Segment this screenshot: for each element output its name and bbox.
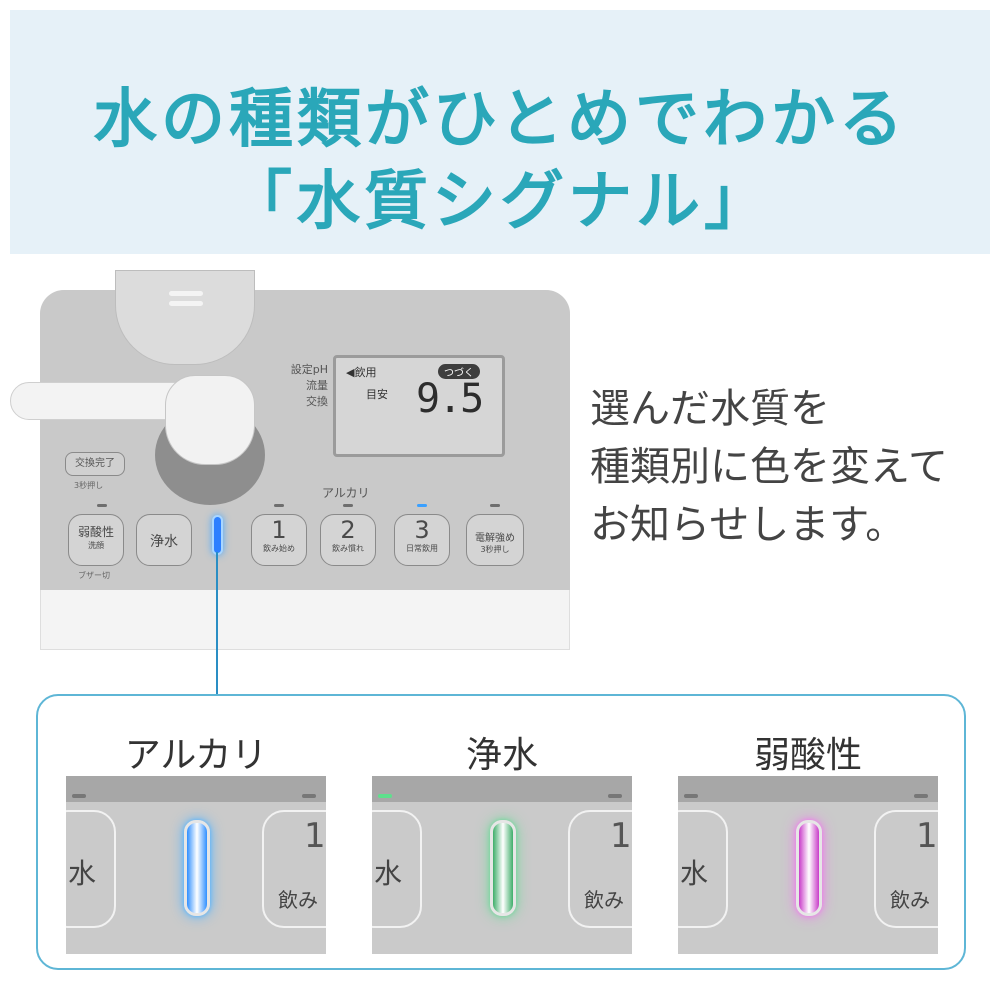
buzzer-off-label: ブザー切 xyxy=(78,571,110,580)
exchange-sub-label: 3秒押し xyxy=(74,481,104,490)
photo-top-shade xyxy=(372,776,632,802)
photo-level-text: 飲み xyxy=(584,888,624,912)
photo-level-1-button: 1 飲み xyxy=(262,810,326,928)
photo-level-number: 1 xyxy=(610,816,632,856)
signal-led-magenta xyxy=(796,820,822,916)
level-1-number: 1 xyxy=(271,516,287,544)
water-quality-signal-led xyxy=(212,515,223,555)
feature-description: 選んだ水質を 種類別に色を変えて お知らせします。 xyxy=(590,380,990,554)
indicator-dot xyxy=(97,504,107,507)
purified-button[interactable]: 浄水 xyxy=(136,514,192,566)
side-label-ph: 設定pH xyxy=(290,363,328,376)
alkali-level-2-button[interactable]: 2 飲み慣れ xyxy=(320,514,376,566)
signal-led-green xyxy=(490,820,516,916)
side-label-flow: 流量 xyxy=(306,379,328,392)
photo-button-text: 水 xyxy=(68,857,97,890)
lid-grip xyxy=(169,291,203,296)
indicator-dot xyxy=(684,794,698,798)
exchange-complete-button[interactable]: 交換完了 xyxy=(65,452,125,476)
photo-purified-button: 水 xyxy=(678,810,728,928)
photo-level-number: 1 xyxy=(304,816,326,856)
indicator-dot xyxy=(608,794,622,798)
electrolysis-label: 電解強め xyxy=(475,533,515,544)
comparison-photo-alkali: 水 1 飲み xyxy=(66,776,326,954)
description-line: 種類別に色を変えて xyxy=(590,444,948,490)
purified-label: 浄水 xyxy=(150,534,178,550)
description-line: お知らせします。 xyxy=(590,502,906,548)
indicator-dot-active xyxy=(378,794,392,798)
signal-color-comparison: アルカリ 浄水 弱酸性 水 1 飲み 水 1 飲み 水 1 飲み xyxy=(36,694,966,970)
photo-button-text: 水 xyxy=(680,857,709,890)
weak-acid-button[interactable]: 弱酸性 洗顔 xyxy=(68,514,124,566)
title-line-1: 水の種類がひとめでわかる xyxy=(92,83,908,157)
photo-button-text: 水 xyxy=(374,857,403,890)
indicator-dot xyxy=(72,794,86,798)
lcd-side-labels: 設定pH 流量 交換 xyxy=(282,362,328,410)
indicator-dot xyxy=(302,794,316,798)
photo-level-text: 飲み xyxy=(890,888,930,912)
side-label-exchange: 交換 xyxy=(306,395,328,408)
signal-led-blue xyxy=(184,820,210,916)
water-ionizer-device: 設定pH 流量 交換 ◀飲用 つづく 目安 9.5 交換完了 3秒押し アルカリ… xyxy=(0,270,580,650)
lcd-display: ◀飲用 つづく 目安 9.5 xyxy=(333,355,505,457)
comparison-label-weak-acid: 弱酸性 xyxy=(753,735,862,776)
comparison-label-alkali: アルカリ xyxy=(124,735,268,776)
electrolysis-sub: 3秒押し xyxy=(480,545,510,554)
photo-level-text: 飲み xyxy=(278,888,318,912)
weak-acid-sub: 洗顔 xyxy=(88,541,104,550)
electrolysis-strong-button[interactable]: 電解強め 3秒押し xyxy=(466,514,524,566)
alkali-level-1-button[interactable]: 1 飲み始め xyxy=(251,514,307,566)
description-line: 選んだ水質を xyxy=(590,386,830,432)
level-2-sub: 飲み慣れ xyxy=(332,544,364,553)
title-banner: 水の種類がひとめでわかる 「水質シグナル」 xyxy=(10,10,990,254)
lid-grip xyxy=(169,301,203,306)
comparison-photo-weak-acid: 水 1 飲み xyxy=(678,776,938,954)
weak-acid-label: 弱酸性 xyxy=(77,525,114,539)
top-lid xyxy=(115,270,255,365)
alkali-group-label: アルカリ xyxy=(322,486,370,500)
level-1-sub: 飲み始め xyxy=(263,544,295,553)
photo-purified-button: 水 xyxy=(66,810,116,928)
level-2-number: 2 xyxy=(340,516,356,544)
level-3-sub: 日常飲用 xyxy=(406,544,438,553)
faucet-knob xyxy=(165,375,255,465)
indicator-dot xyxy=(914,794,928,798)
title-line-2: 「水質シグナル」 xyxy=(228,165,772,239)
lcd-continue-badge: つづく xyxy=(438,364,480,379)
callout-connector-line xyxy=(216,552,218,694)
lcd-guide-label: 目安 xyxy=(366,388,388,401)
photo-level-1-button: 1 飲み xyxy=(874,810,938,928)
photo-level-number: 1 xyxy=(916,816,938,856)
indicator-dot-active xyxy=(417,504,427,507)
level-3-number: 3 xyxy=(414,516,430,544)
lcd-mode-label: ◀飲用 xyxy=(346,366,377,379)
comparison-photo-purified: 水 1 飲み xyxy=(372,776,632,954)
indicator-dot xyxy=(343,504,353,507)
indicator-dot xyxy=(274,504,284,507)
photo-purified-button: 水 xyxy=(372,810,422,928)
alkali-level-3-button[interactable]: 3 日常飲用 xyxy=(394,514,450,566)
indicator-dot xyxy=(490,504,500,507)
photo-top-shade xyxy=(678,776,938,802)
comparison-label-purified: 浄水 xyxy=(465,735,538,776)
photo-level-1-button: 1 飲み xyxy=(568,810,632,928)
lcd-ph-value: 9.5 xyxy=(416,376,484,422)
photo-top-shade xyxy=(66,776,326,802)
